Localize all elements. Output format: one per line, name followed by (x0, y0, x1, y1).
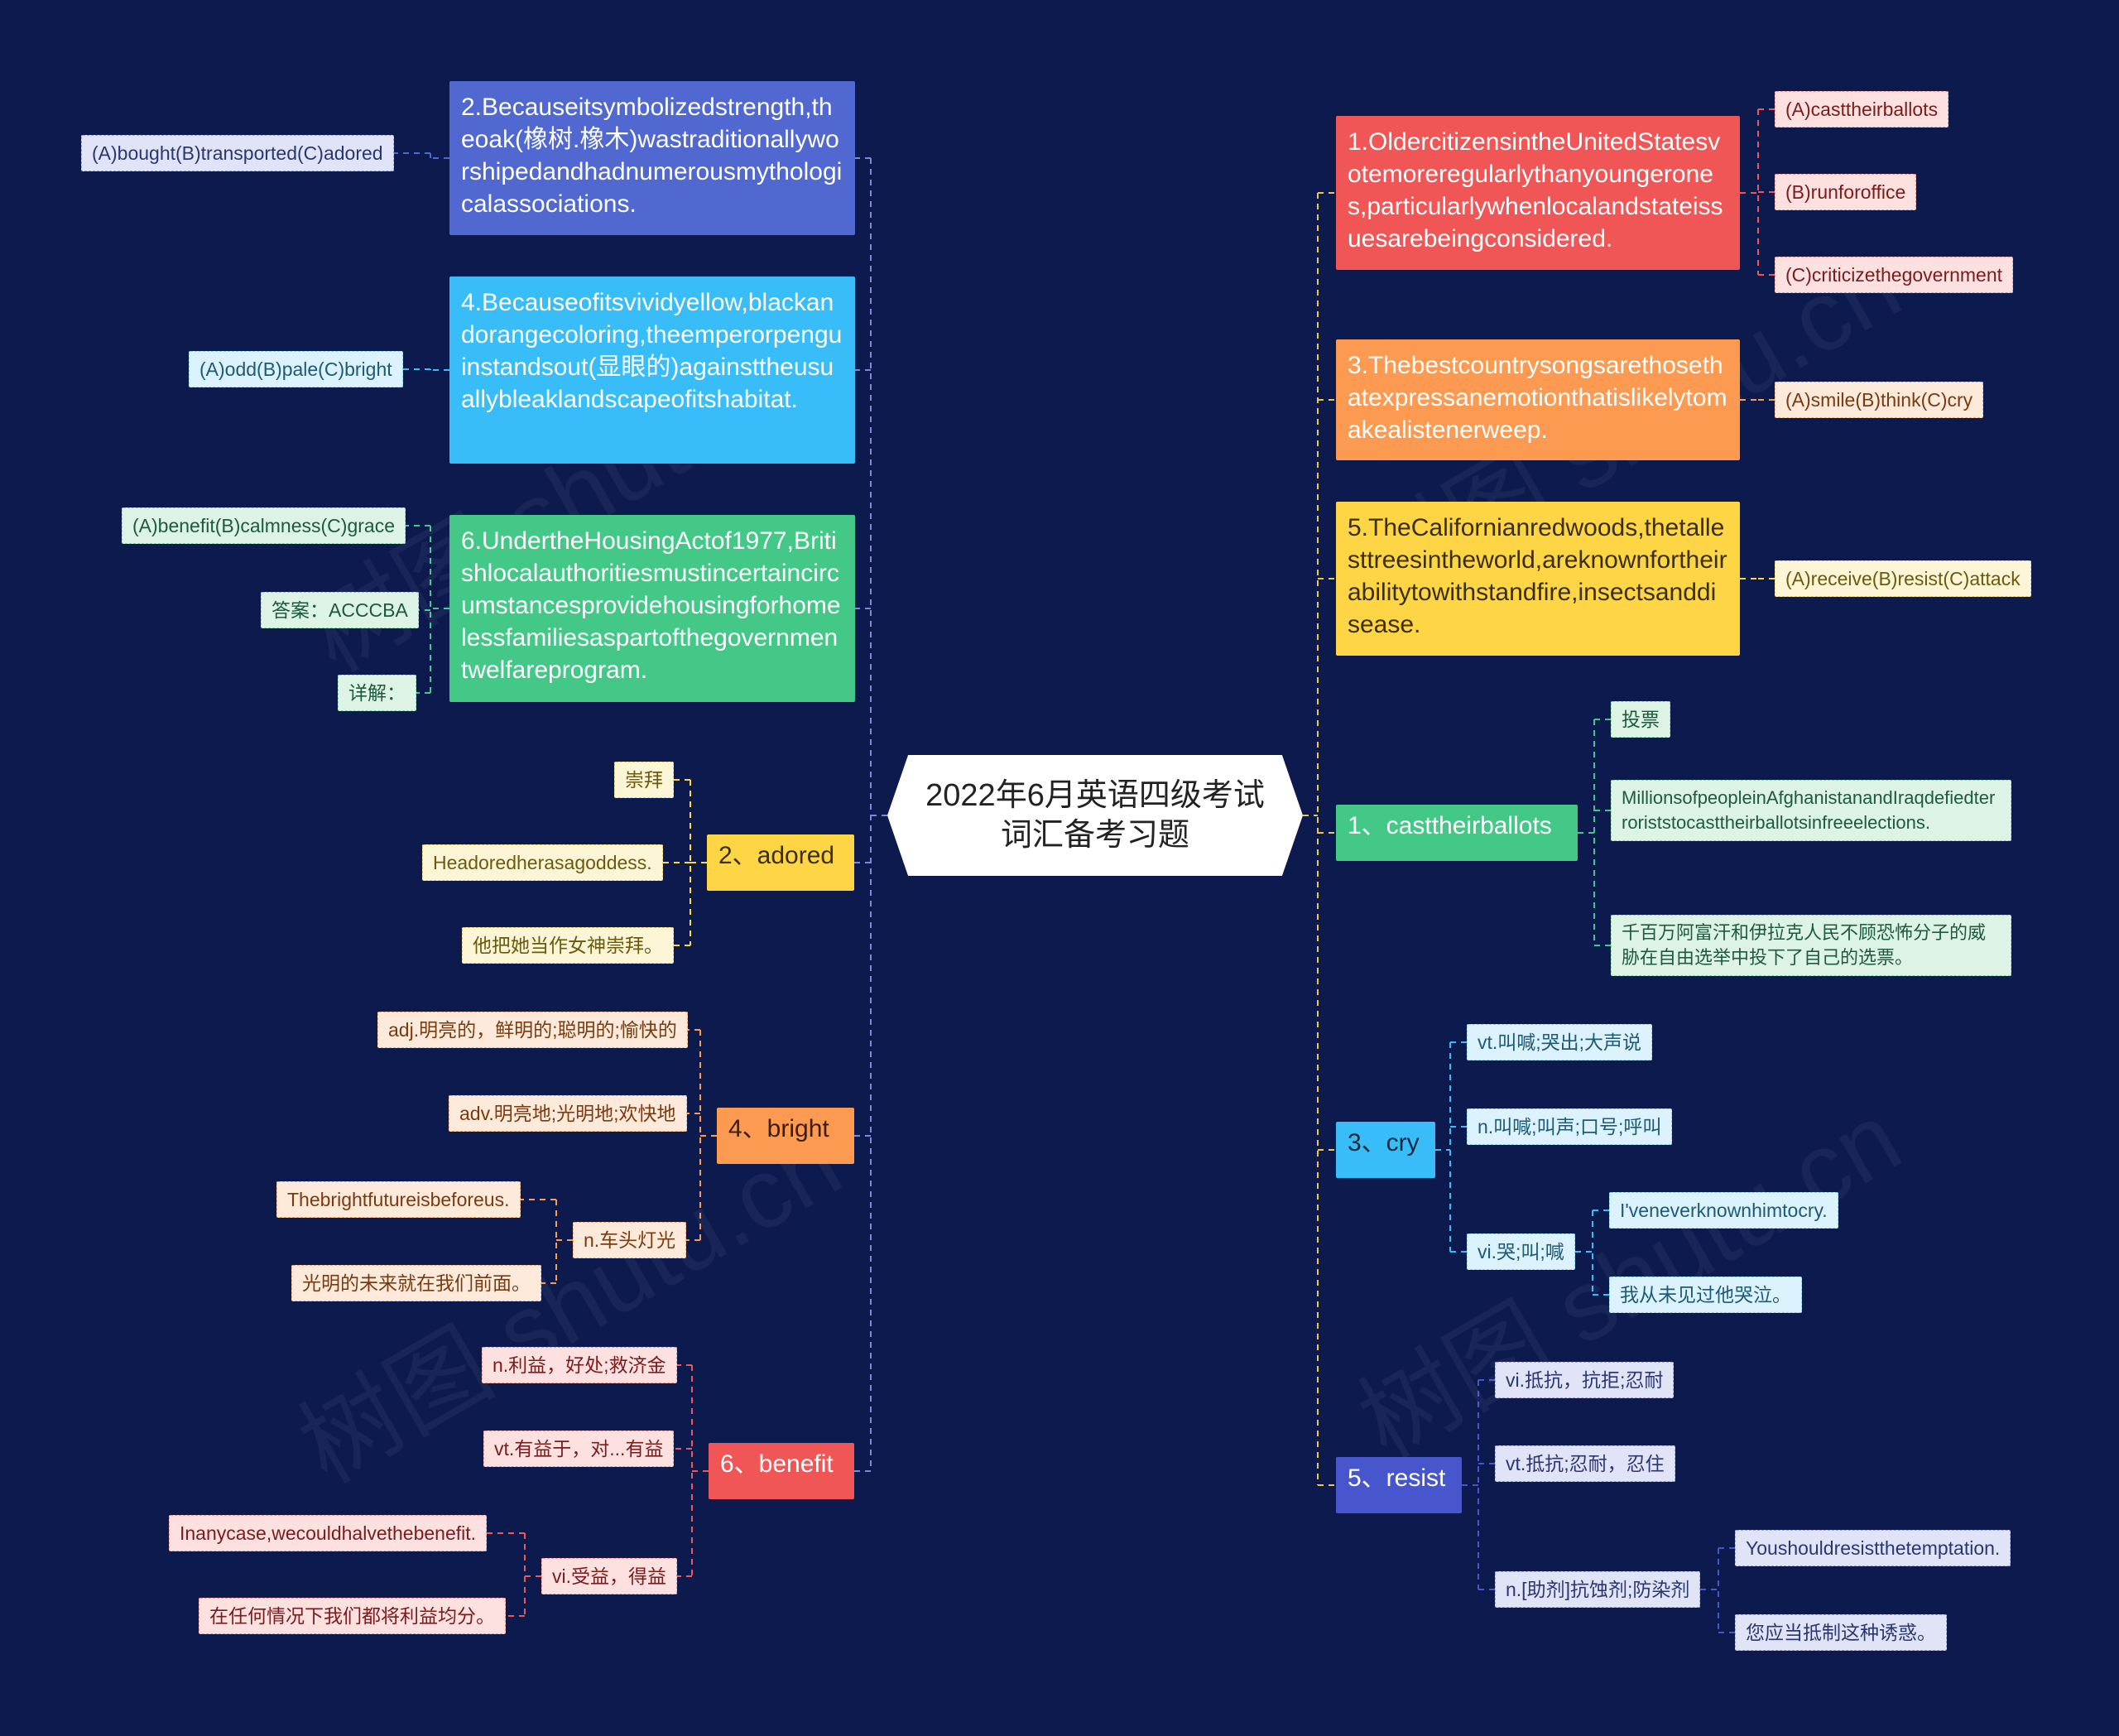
leaf-cry-noun[interactable]: n.叫喊;叫声;口号;呼叫 (1467, 1108, 1673, 1145)
connector-root-right (1303, 192, 1336, 1486)
connector-q4 (403, 368, 449, 371)
connector-w3 (1435, 1041, 1467, 1253)
leaf-resist-noun[interactable]: n.[助剂]抗蚀剂;防染剂 (1495, 1571, 1701, 1608)
leaf-resist-example[interactable]: Youshouldresistthetemptation. (1735, 1530, 2011, 1566)
connector-w3-sub (1575, 1209, 1609, 1296)
leaf-ballots-translation[interactable]: 千百万阿富汗和伊拉克人民不顾恐怖分子的威胁在自由选举中投下了自己的选票。 (1611, 915, 2011, 976)
answer-label[interactable]: 答案：ACCCBA (261, 592, 419, 628)
question-3-options[interactable]: (A)smile(B)think(C)cry (1775, 382, 1984, 418)
leaf-bright-noun[interactable]: n.车头灯光 (573, 1222, 687, 1258)
question-4[interactable]: 4.Becauseofitsvividyellow,blackandorange… (449, 277, 855, 464)
question-5[interactable]: 5.TheCalifornianredwoods,thetallesttrees… (1336, 502, 1740, 656)
leaf-benefit-noun[interactable]: n.利益，好处;救济金 (482, 1347, 677, 1383)
word-cry[interactable]: 3、cry (1336, 1122, 1435, 1178)
leaf-cry-example[interactable]: I'veneverknownhimtocry. (1609, 1192, 1838, 1229)
question-5-options[interactable]: (A)receive(B)resist(C)attack (1775, 560, 2031, 597)
connector-q2 (394, 152, 449, 159)
connector-w5 (1462, 1379, 1495, 1590)
question-1-option-c[interactable]: (C)criticizethegovernment (1775, 257, 2014, 293)
leaf-adored-meaning[interactable]: 崇拜 (614, 762, 674, 798)
connector-w1 (1578, 719, 1611, 946)
word-bright[interactable]: 4、bright (717, 1108, 854, 1164)
question-2-options[interactable]: (A)bought(B)transported(C)adored (81, 135, 394, 171)
leaf-adored-translation[interactable]: 他把她当作女神崇拜。 (462, 927, 674, 964)
leaf-resist-translation[interactable]: 您应当抵制这种诱惑。 (1735, 1614, 1947, 1651)
question-3[interactable]: 3.Thebestcountrysongsarethosethatexpress… (1336, 339, 1740, 460)
question-4-options[interactable]: (A)odd(B)pale(C)bright (189, 351, 403, 387)
question-1-option-b[interactable]: (B)runforoffice (1775, 174, 1917, 210)
explanation-label[interactable]: 详解： (338, 675, 416, 711)
leaf-ballots-meaning[interactable]: 投票 (1611, 701, 1670, 738)
word-resist[interactable]: 5、resist (1336, 1457, 1462, 1513)
leaf-benefit-vi[interactable]: vi.受益，得益 (541, 1558, 677, 1594)
connector-root-left (854, 157, 887, 1472)
leaf-benefit-translation[interactable]: 在任何情况下我们都将利益均分。 (199, 1598, 506, 1634)
connector-w4 (686, 1029, 717, 1241)
leaf-adored-example[interactable]: Headoredherasagoddess. (422, 844, 663, 881)
leaf-resist-vt[interactable]: vt.抵抗;忍耐，忍住 (1495, 1445, 1675, 1482)
root-title-line1: 2022年6月英语四级考试 (925, 778, 1265, 813)
leaf-cry-translation[interactable]: 我从未见过他哭泣。 (1609, 1277, 1802, 1313)
question-1[interactable]: 1.OldercitizensintheUnitedStatesvotemore… (1336, 116, 1740, 270)
root-title-line2: 词汇备考习题 (1000, 818, 1189, 853)
leaf-bright-adv[interactable]: adv.明亮地;光明地;欢快地 (449, 1095, 687, 1132)
question-2[interactable]: 2.Becauseitsymbolizedstrength,theoak(橡树.… (449, 81, 855, 235)
question-6-options[interactable]: (A)benefit(B)calmness(C)grace (122, 507, 406, 544)
leaf-ballots-example[interactable]: MillionsofpeopleinAfghanistanandIraqdefi… (1611, 780, 2011, 841)
word-benefit[interactable]: 6、benefit (709, 1443, 854, 1499)
question-1-option-a[interactable]: (A)casttheirballots (1775, 91, 1949, 127)
leaf-benefit-example[interactable]: Inanycase,wecouldhalvethebenefit. (169, 1515, 488, 1551)
connector-w2 (663, 779, 707, 946)
leaf-bright-example[interactable]: Thebrightfutureisbeforeus. (276, 1181, 521, 1218)
word-adored[interactable]: 2、adored (707, 834, 854, 891)
leaf-benefit-vt[interactable]: vt.有益于，对...有益 (483, 1431, 675, 1467)
connector-q1 (1740, 108, 1775, 276)
leaf-bright-adj[interactable]: adj.明亮的，鲜明的;聪明的;愉快的 (377, 1012, 688, 1048)
leaf-bright-translation[interactable]: 光明的未来就在我们前面。 (291, 1265, 541, 1301)
leaf-resist-vi[interactable]: vi.抵抗，抗拒;忍耐 (1495, 1362, 1675, 1398)
word-casttheirballots[interactable]: 1、casttheirballots (1336, 805, 1578, 861)
connector-w5-sub (1700, 1547, 1735, 1633)
root-topic[interactable]: 2022年6月英语四级考试 词汇备考习题 (887, 755, 1303, 876)
leaf-cry-vi[interactable]: vi.哭;叫;喊 (1467, 1233, 1575, 1270)
question-6[interactable]: 6.UndertheHousingActof1977,Britishlocala… (449, 515, 855, 702)
leaf-cry-vt[interactable]: vt.叫喊;哭出;大声说 (1467, 1024, 1653, 1060)
connector-w6 (674, 1364, 709, 1577)
